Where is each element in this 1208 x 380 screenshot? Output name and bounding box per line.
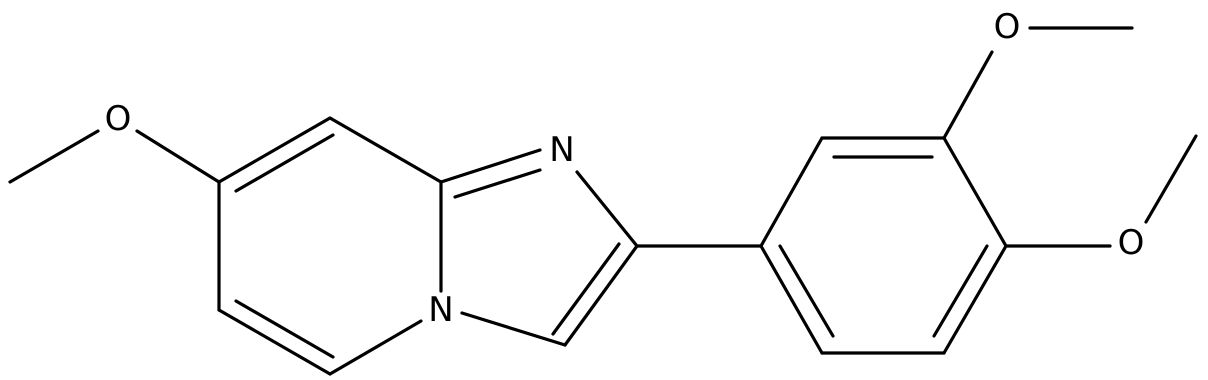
atom-o-right: O bbox=[1118, 223, 1145, 263]
bond-c2-c3-inner bbox=[551, 242, 621, 336]
bond-ar-c3-o-top bbox=[942, 50, 994, 140]
atom-o-left: O bbox=[105, 99, 132, 139]
atom-n-imine: N bbox=[549, 130, 574, 170]
bond-ar-c4-c5 bbox=[942, 244, 1008, 355]
bond-c7-c8 bbox=[217, 116, 332, 184]
bond-c8-c8a bbox=[328, 116, 443, 184]
bond-ar-c4-c5-inner bbox=[932, 244, 989, 338]
bond-c8a-n-imine-inner bbox=[453, 168, 542, 199]
bond-c6-c5 bbox=[217, 308, 332, 376]
bond-c3-n-bridge bbox=[460, 311, 567, 347]
atom-o-top: O bbox=[994, 7, 1021, 47]
bond-c5-n-bridge bbox=[328, 319, 423, 376]
bond-methyl-o-left bbox=[8, 129, 100, 184]
bond-n-imine-c2 bbox=[575, 170, 639, 248]
bond-c8a-n-imine bbox=[439, 148, 542, 184]
bond-ar-c6-c1-inner bbox=[778, 244, 835, 338]
bond-ar-c3-c4 bbox=[942, 136, 1008, 248]
bond-ar-c6-c1 bbox=[759, 244, 824, 355]
bond-c7-c8-inner bbox=[234, 133, 335, 193]
atom-n-bridge: N bbox=[428, 290, 453, 330]
bond-c6-c5-inner bbox=[234, 299, 335, 359]
bond-o-left-c7 bbox=[135, 129, 221, 184]
bond-o-right-methyl bbox=[1144, 134, 1198, 224]
bond-c2-c3 bbox=[563, 244, 639, 347]
bond-ar-c1-c2 bbox=[759, 136, 824, 248]
